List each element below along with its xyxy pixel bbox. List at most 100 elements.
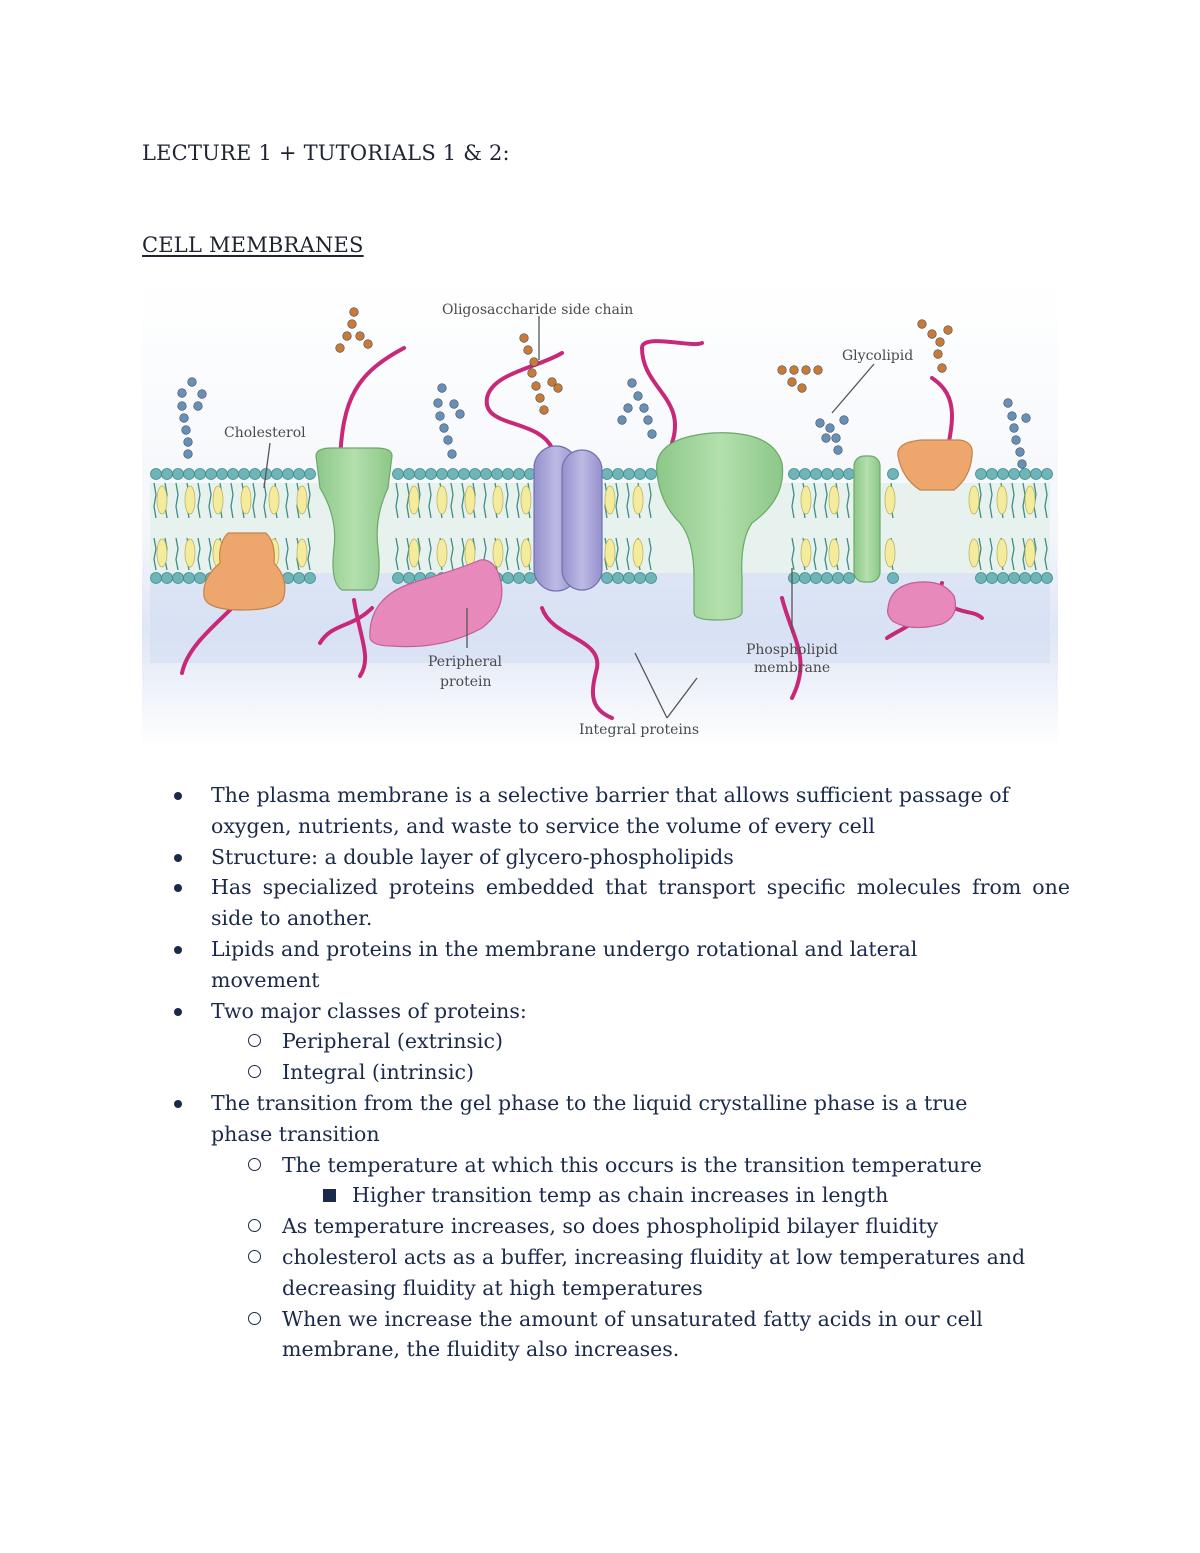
sugar-bead [335,343,345,353]
sugar-bead [179,413,189,423]
list-item: The transition from the gel phase to the… [170,1088,1070,1150]
lipid-head [612,572,624,584]
lipid-head [788,468,800,480]
peripheral-protein-right [887,581,957,629]
lipid-head [480,468,492,480]
bullet-circle-icon [248,1219,261,1233]
orange-protein-right [897,439,973,491]
cholesterol-molecule [604,538,616,568]
lipid-tail [1011,482,1015,519]
cholesterol-molecule [156,538,168,568]
lipid-tail [197,482,201,519]
lipid-head [172,572,184,584]
lipid-head [194,468,206,480]
lipid-head [810,468,822,480]
sugar-bead [801,365,811,375]
lipid-tail [483,482,487,519]
lipid-tail [395,482,399,519]
lipid-tail [648,482,652,519]
cholesterol-molecule [800,538,812,568]
sugar-bead [1017,459,1027,469]
cholesterol-molecule [212,485,224,515]
bullet-circle-icon [248,1311,261,1325]
lipid-tail [615,482,619,519]
sugar-bead [927,329,937,339]
lipid-head [1030,572,1042,584]
lipid-head [469,468,481,480]
sugar-bead [449,399,459,409]
cholesterol-molecule [884,485,896,515]
sugar-bead [839,415,849,425]
list-item: cholesterol acts as a buffer, increasing… [170,1242,1070,1304]
sugar-bead [181,425,191,435]
list-item-line: Has specialized proteins embedded that t… [211,875,1070,900]
sugar-bead [177,401,187,411]
lipid-head [975,572,987,584]
sugar-bead [831,433,841,443]
cholesterol-molecule [296,485,308,515]
lipid-head [502,468,514,480]
sugar-bead [623,403,633,413]
sugar-bead [529,357,539,367]
lipid-head [634,572,646,584]
lipid-head [392,572,404,584]
lipid-tail [175,537,179,571]
cholesterol-molecule [632,485,644,515]
lipid-head [161,468,173,480]
lipid-tail [1044,537,1048,571]
label-oligosaccharide: Oligosaccharide side chain [442,302,633,318]
sugar-bead [527,368,537,378]
lipid-head [887,572,899,584]
sugar-bead [1011,435,1021,445]
lipid-tail [175,482,179,519]
lipid-head [425,468,437,480]
integral-protein-purple-b [561,449,603,591]
sugar-bead [935,337,945,347]
sugar-bead [183,437,193,447]
lipid-head [183,468,195,480]
sugar-bead [1003,398,1013,408]
list-item-line: The transition from the gel phase to the… [211,1090,968,1115]
lipid-head [403,572,415,584]
lipid-tail [615,537,619,571]
sugar-bead [633,391,643,401]
lipid-head [150,572,162,584]
lipid-tail [516,482,520,519]
cholesterol-molecule [828,538,840,568]
lipid-tail [978,537,982,571]
sugar-bead [177,388,187,398]
lipid-tail [208,482,212,519]
lipid-head [304,572,316,584]
lipid-tail [989,537,993,571]
list-item-line: Two major classes of proteins: [211,998,527,1023]
lipid-head [623,572,635,584]
bullet-circle-icon [248,1249,261,1263]
list-item-line: Structure: a double layer of glycero-pho… [211,844,734,869]
sugar-bead [523,345,533,355]
sugar-bead [531,381,541,391]
sugar-bead [1021,413,1031,423]
lipid-head [601,572,613,584]
lipid-head [392,468,404,480]
lipid-head [634,468,646,480]
sugar-bead [443,435,453,445]
cholesterol-molecule [968,485,980,515]
sugar-bead [197,389,207,399]
bullet-square-icon [323,1189,336,1203]
list-item: Integral (intrinsic) [170,1057,1070,1088]
lipid-head [150,468,162,480]
cholesterol-molecule [464,485,476,515]
sugar-bead [797,383,807,393]
lipid-tail [197,537,201,571]
lipid-head [788,572,800,584]
lipid-head [645,572,657,584]
lipid-head [524,572,536,584]
lipid-head [1008,572,1020,584]
sugar-bead [437,383,447,393]
list-item-line: Peripheral (extrinsic) [282,1029,503,1054]
lipid-head [414,468,426,480]
cholesterol-molecule [884,538,896,568]
cholesterol-molecule [296,538,308,568]
cholesterol-molecule [520,538,532,568]
list-item-line: oxygen, nutrients, and waste to service … [211,813,875,838]
